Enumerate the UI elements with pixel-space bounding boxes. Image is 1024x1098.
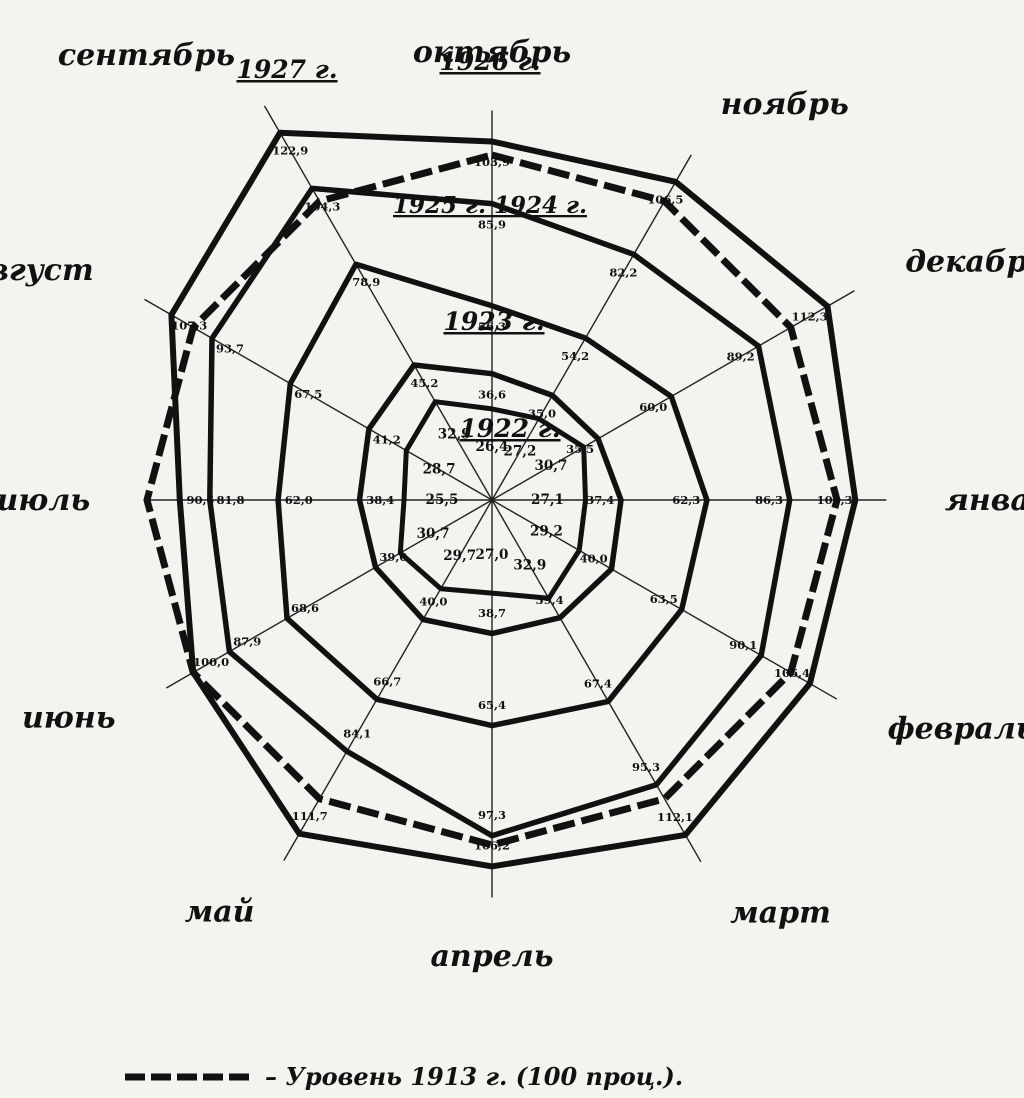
value-label-1-2: 36,6 [478, 387, 506, 401]
value-label-8-3: 66,7 [373, 674, 401, 688]
value-label-5-3: 63,5 [650, 592, 678, 606]
month-label-2: ноябрь [721, 87, 849, 122]
month-labels: октябрь ноябрь декабрь январь февраль март апр… [0, 35, 1024, 974]
series-ring-4 [207, 185, 793, 839]
value-label-8-2: 40,0 [419, 595, 447, 609]
value-label-3-5: 112,3 [792, 310, 828, 324]
value-label-4-1: 27,1 [531, 492, 564, 508]
series-rings [168, 129, 859, 870]
value-label-1-1: 26,4 [476, 439, 509, 455]
value-label-7-3: 65,4 [478, 698, 506, 712]
value-label-3-1: 30,7 [534, 458, 567, 474]
value-label-6-5: 112,1 [657, 810, 693, 824]
value-label-9-5: 100,0 [193, 655, 229, 669]
month-label-7: апрель [430, 939, 553, 974]
spoke-5 [491, 499, 838, 700]
value-label-4-5: 105,3 [817, 493, 853, 507]
value-label-3-4: 89,2 [727, 350, 755, 364]
spoke-2 [491, 154, 692, 501]
value-label-9-1: 30,7 [417, 526, 450, 542]
value-label-4-3: 62,3 [672, 493, 700, 507]
value-label-10-4: 81,8 [216, 493, 244, 507]
series-label-1922: 1922 г. [459, 414, 560, 443]
value-label-6-3: 67,4 [584, 677, 612, 691]
value-label-1-4: 85,9 [478, 217, 506, 231]
spokes [144, 105, 887, 898]
value-label-11-2: 41,2 [373, 432, 401, 446]
value-label-12-1: 32,9 [438, 427, 471, 443]
value-label-12-3: 78,9 [352, 275, 380, 289]
value-label-5-5: 106,4 [774, 666, 810, 680]
reference-ring [143, 151, 841, 849]
value-label-4-4: 86,3 [755, 493, 783, 507]
value-label-5-1: 29,2 [530, 523, 563, 539]
legend: – Уровень 1913 г. (100 проц.). [125, 1062, 683, 1091]
month-label-8: май [185, 894, 255, 929]
value-label-7-1: 27,0 [476, 547, 509, 563]
value-label-7-2: 38,7 [478, 606, 506, 620]
value-label-2-4: 82,2 [609, 265, 637, 279]
series-label-1923: 1923 г. [443, 307, 544, 336]
value-label-6-1: 32,9 [513, 557, 546, 573]
month-label-11: август [0, 253, 94, 288]
value-label-10-2: 38,4 [366, 493, 394, 507]
value-label-12-5: 122,9 [272, 144, 308, 158]
series-ring-5 [168, 129, 859, 870]
value-label-9-3: 68,6 [291, 601, 319, 615]
value-label-5-2: 40,0 [580, 552, 608, 566]
value-label-7-5: 106,2 [474, 839, 510, 853]
value-label-8-1: 29,7 [443, 548, 476, 564]
month-label-5: февраль [888, 711, 1024, 746]
series-label-1926: 1926 г. [439, 47, 540, 76]
month-label-10: июль [0, 483, 90, 518]
value-label-9-4: 87,9 [233, 634, 261, 648]
value-label-12-4: 104,3 [304, 199, 340, 213]
value-label-11-5: 107,3 [171, 318, 207, 332]
value-label-3-3: 60,0 [639, 400, 667, 414]
spoke-12 [263, 105, 493, 501]
value-label-5-4: 90,1 [729, 638, 757, 652]
value-label-12-2: 45,2 [410, 376, 438, 390]
value-label-11-4: 93,7 [216, 342, 244, 356]
value-label-4-2: 37,4 [586, 493, 614, 507]
value-label-10-3: 62,0 [285, 493, 313, 507]
spoke-11 [144, 298, 493, 501]
value-label-8-4: 84,1 [343, 726, 371, 740]
value-label-2-1: 27,2 [503, 444, 536, 460]
value-label-2-5: 106,5 [647, 193, 683, 207]
month-label-4: январь [945, 483, 1024, 518]
value-label-6-2: 39,4 [536, 593, 564, 607]
value-label-3-2: 35,5 [566, 442, 594, 456]
value-label-9-2: 39,0 [379, 550, 407, 564]
spoke-6 [491, 499, 702, 863]
series-ring-2 [356, 362, 624, 637]
month-label-3: декабрь [905, 244, 1024, 279]
reference-1913-ring [143, 151, 841, 849]
legend-text: – Уровень 1913 г. (100 проц.). [265, 1062, 683, 1091]
value-label-2-3: 54,2 [561, 349, 589, 363]
value-label-10-5: 90,5 [186, 493, 214, 507]
value-label-6-4: 95,3 [632, 760, 660, 774]
value-label-11-1: 28,7 [423, 462, 456, 478]
spoke-9 [165, 499, 493, 689]
series-ring-1 [397, 399, 588, 601]
month-label-12: сентябрь [58, 38, 235, 73]
value-label-8-5: 111,7 [292, 809, 328, 823]
series-label-1927: 1927 г. [236, 55, 337, 84]
series-ring-3 [275, 261, 710, 729]
value-label-2-2: 35,0 [528, 406, 556, 420]
month-label-6: март [730, 896, 831, 931]
value-label-7-4: 97,3 [478, 808, 506, 822]
value-label-1-5: 103,9 [474, 155, 510, 169]
value-label-10-1: 25,5 [426, 492, 459, 508]
month-label-9: июнь [22, 700, 116, 735]
value-label-11-3: 67,5 [294, 387, 322, 401]
value-labels: 26,4 36,6 56,3 85,9 103,9 27,2 35,0 54,2 82,2 106… [171, 144, 852, 853]
month-label-1: октябрь [413, 35, 571, 70]
value-label-1-3: 56,3 [478, 320, 506, 334]
series-label-1925-1924: 1925 г. 1924 г. [393, 192, 587, 219]
